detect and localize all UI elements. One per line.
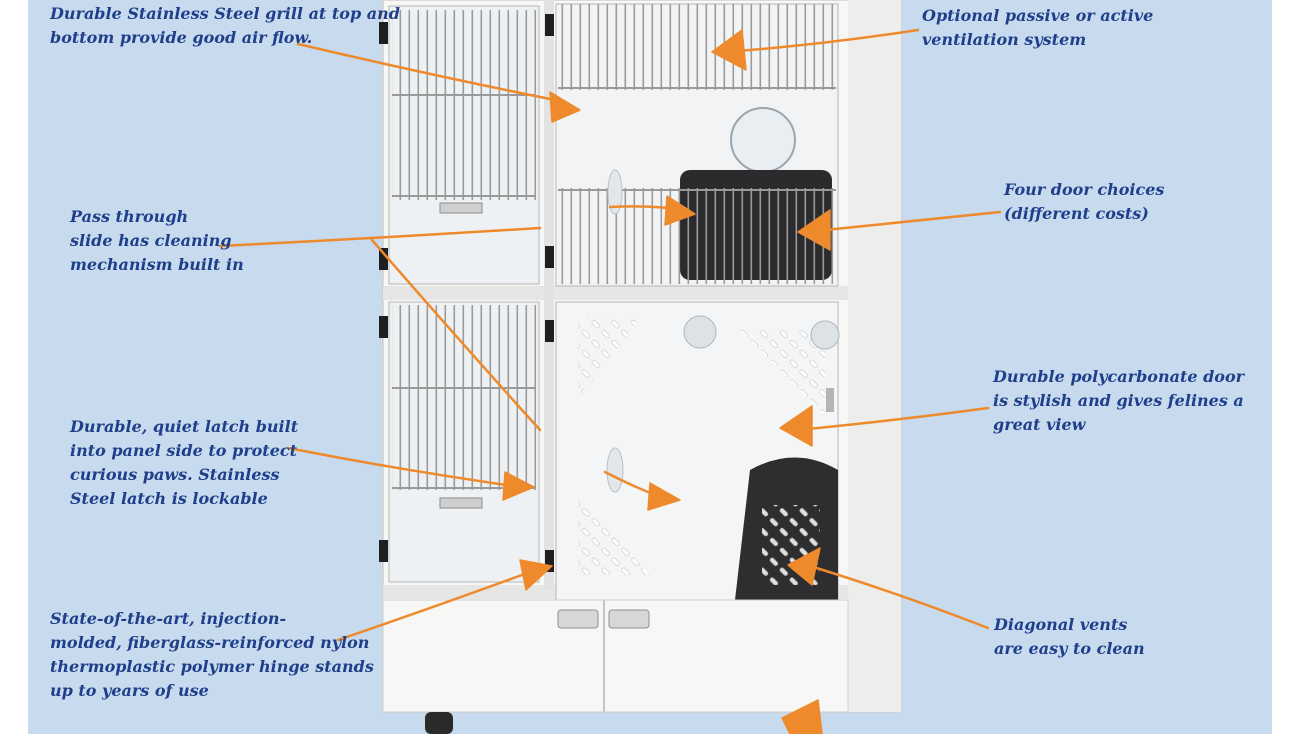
note-diagonal-vents: Diagonal vents are easy to clean xyxy=(994,615,1145,658)
note-ventilation: Optional passive or active ventilation s… xyxy=(922,6,1154,49)
note-latch: Durable, quiet latch built into panel si… xyxy=(70,417,299,508)
bottom-right-compartment xyxy=(555,301,840,601)
note-pass-through: Pass through slide has cleaning mechanis… xyxy=(70,207,244,274)
hinges xyxy=(379,14,554,572)
top-right-compartment xyxy=(555,3,839,287)
arrowheads xyxy=(502,29,831,734)
arrows xyxy=(218,28,1002,642)
note-door-choices: Four door choices (different costs) xyxy=(1004,180,1165,223)
note-polycarbonate: Durable polycarbonate door is stylish an… xyxy=(993,367,1245,434)
note-grill: Durable Stainless Steel grill at top and… xyxy=(50,4,400,47)
note-hinge: State-of-the-art, injection- molded, fib… xyxy=(50,609,374,700)
base-cabinet xyxy=(382,599,849,734)
top-left-door xyxy=(388,5,540,285)
bottom-left-door xyxy=(388,301,540,583)
